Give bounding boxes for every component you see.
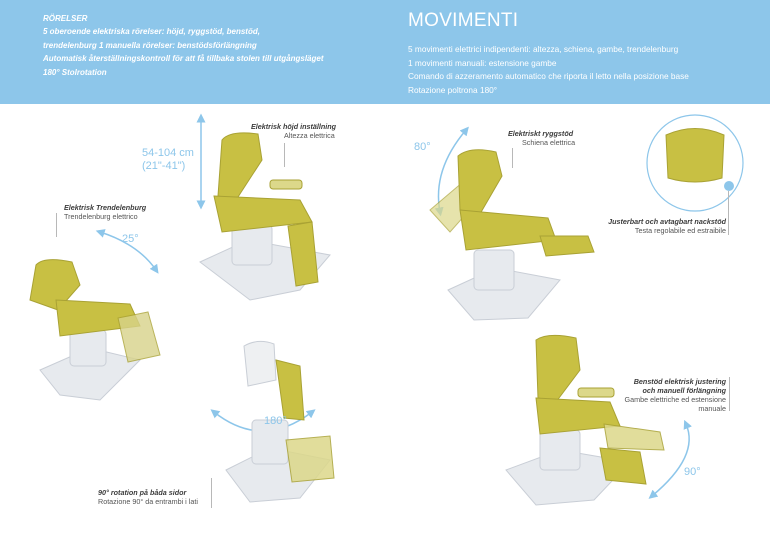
- legrest-angle: 90°: [684, 466, 701, 478]
- feature-rotation-it: Rotazione 90° da entrambi i lati: [98, 497, 198, 506]
- italian-title: MOVIMENTI: [408, 10, 519, 31]
- feature-height-sv: Elektrisk höjd inställning: [251, 122, 337, 131]
- feature-legrest-sv-2: och manuell förlängning: [642, 386, 726, 395]
- chair-rotation-illustration: [210, 340, 335, 503]
- feature-legrest-sv-1: Benstöd elektrisk justering: [633, 377, 726, 386]
- headrest-cushion: [665, 128, 725, 183]
- backrest-leader-line: [512, 148, 513, 168]
- trendelenburg-angle: 25°: [122, 233, 139, 245]
- chair-trendelenburg-illustration: [29, 229, 161, 401]
- feature-trendelenburg-it: Trendelenburg elettrico: [64, 212, 138, 221]
- trendelenburg-leader-line: [56, 213, 57, 237]
- height-leader-line: [284, 143, 285, 167]
- legrest-leader-line: [729, 377, 730, 411]
- headrest-detail: [646, 114, 744, 212]
- swedish-line-4: 180° Stolrotation: [43, 67, 107, 77]
- feature-legrest: Benstöd elektrisk justering och manuell …: [600, 377, 727, 413]
- italian-line-3: Comando di azzeramento automatico che ri…: [408, 71, 689, 82]
- chair-armrest: [269, 179, 303, 190]
- chair-seat: [275, 359, 305, 421]
- feature-backrest: Elektriskt ryggstöd Schiena elettrica: [508, 129, 575, 147]
- feature-trendelenburg-sv: Elektrisk Trendelenburg: [64, 203, 147, 212]
- swedish-movements-block: RÖRELSER 5 oberoende elektriska rörelser…: [43, 12, 343, 79]
- swedish-line-2: trendelenburg 1 manuella rörelser: benst…: [43, 40, 257, 50]
- chair-backrest: [535, 334, 581, 403]
- italian-movements-block: 5 movimenti elettrici indipendenti: alte…: [408, 43, 689, 97]
- swedish-line-1: 5 oberoende elektriska rörelser: höjd, r…: [43, 27, 260, 37]
- swedish-line-3: Automatisk återställningskontroll för at…: [43, 54, 324, 64]
- chair-height-illustration: [196, 113, 331, 301]
- chair-legrest: [539, 235, 595, 257]
- chair-backrest-illustration: [429, 126, 595, 321]
- feature-legrest-it-1: Gambe elettriche ed estensione: [624, 395, 727, 404]
- header-banner: [0, 0, 770, 104]
- backrest-angle: 80°: [414, 141, 431, 153]
- feature-rotation: 90° rotation på båda sidor Rotazione 90°…: [98, 488, 198, 506]
- chair-legrest: [117, 311, 161, 363]
- swedish-title: RÖRELSER: [43, 14, 88, 23]
- chair-column: [539, 429, 581, 471]
- feature-backrest-it: Schiena elettrica: [522, 138, 576, 147]
- chair-column: [473, 249, 515, 291]
- feature-height-it: Altezza elettrica: [284, 131, 335, 140]
- height-range-cm: 54-104 cm: [142, 147, 194, 159]
- italian-line-2: 1 movimenti manuali: estensione gambe: [408, 57, 557, 68]
- chair-legrest: [287, 221, 319, 287]
- chair-armrest: [577, 387, 615, 398]
- chair-column: [231, 224, 273, 266]
- headrest-leader-line: [728, 191, 729, 235]
- rotation-angle: 180°: [264, 415, 287, 427]
- feature-backrest-sv: Elektriskt ryggstöd: [508, 129, 574, 138]
- feature-rotation-sv: 90° rotation på båda sidor: [98, 488, 187, 497]
- feature-headrest-sv: Justerbart och avtagbart nackstöd: [608, 217, 726, 226]
- rotation-leader-line: [211, 478, 212, 508]
- height-range-inches: (21"-41"): [142, 160, 186, 172]
- chair-seat: [459, 209, 557, 251]
- feature-headrest: Justerbart och avtagbart nackstöd Testa …: [574, 217, 726, 235]
- chair-backrest: [217, 132, 263, 201]
- feature-headrest-it: Testa regolabile ed estraibile: [634, 226, 726, 235]
- chair-column: [69, 329, 107, 367]
- feature-legrest-it-2: manuale: [698, 404, 726, 413]
- chair-legrest: [285, 435, 335, 483]
- trendelenburg-arrow: [95, 229, 159, 274]
- chair-backrest: [457, 149, 503, 215]
- chair-legrest-lowered: [599, 447, 647, 485]
- chair-legrest-illustration: [505, 334, 692, 506]
- legrest-arrow: [648, 419, 692, 499]
- chair-legrest: [603, 423, 665, 451]
- italian-line-4: Rotazione poltrona 180°: [408, 84, 498, 95]
- chair-backrest-rear: [243, 340, 277, 387]
- feature-height: Elektrisk höjd inställning Altezza elett…: [251, 122, 336, 140]
- headrest-pointer-dot: [724, 181, 734, 191]
- italian-line-1: 5 movimenti elettrici indipendenti: alte…: [408, 44, 679, 54]
- feature-trendelenburg: Elektrisk Trendelenburg Trendelenburg el…: [64, 203, 146, 221]
